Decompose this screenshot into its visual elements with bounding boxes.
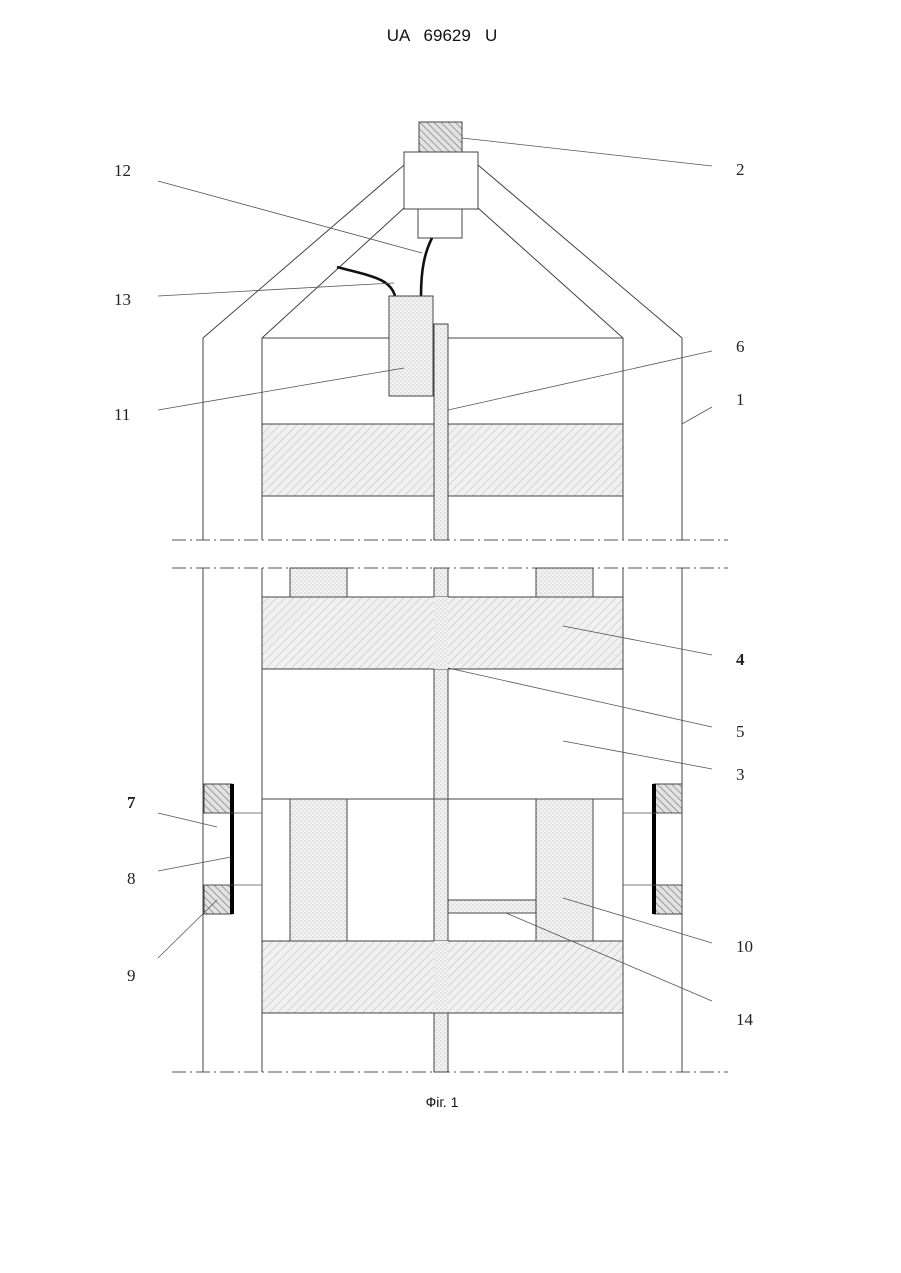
label-8: 8 bbox=[127, 869, 136, 888]
small-block-right bbox=[536, 568, 593, 597]
label-6: 6 bbox=[736, 337, 745, 356]
label-3: 3 bbox=[736, 765, 745, 784]
magnet-right bbox=[536, 799, 593, 941]
label-12: 12 bbox=[114, 161, 131, 180]
coil-left bbox=[203, 784, 262, 914]
small-block-left bbox=[290, 568, 347, 597]
figure-caption: Фіг. 1 bbox=[0, 1094, 884, 1110]
label-2: 2 bbox=[736, 160, 745, 179]
sensor-block bbox=[389, 296, 433, 396]
coil-right bbox=[623, 784, 682, 914]
connector-bar bbox=[448, 900, 536, 913]
label-5: 5 bbox=[736, 722, 745, 741]
label-13: 13 bbox=[114, 290, 131, 309]
magnet-left bbox=[290, 799, 347, 941]
label-14: 14 bbox=[736, 1010, 754, 1029]
cables bbox=[337, 238, 432, 296]
label-7: 7 bbox=[127, 793, 136, 812]
top-unit bbox=[404, 122, 478, 238]
label-11: 11 bbox=[114, 405, 130, 424]
label-4: 4 bbox=[736, 650, 745, 669]
label-9: 9 bbox=[127, 966, 136, 985]
label-10: 10 bbox=[736, 937, 753, 956]
label-1: 1 bbox=[736, 390, 745, 409]
rod-upper bbox=[434, 324, 448, 540]
